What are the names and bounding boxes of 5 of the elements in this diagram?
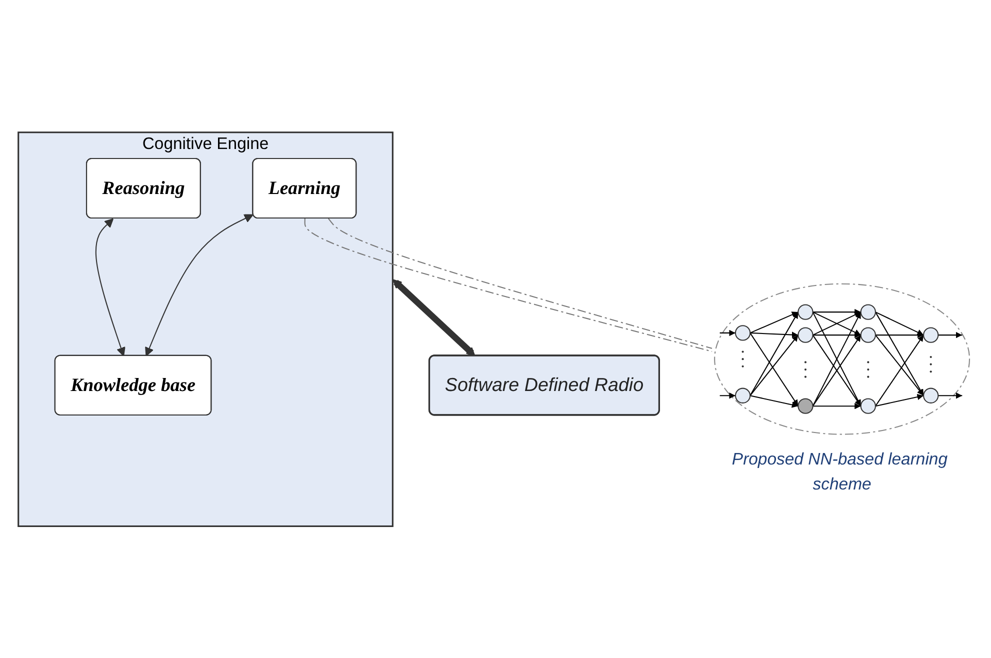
arrow [145, 214, 254, 356]
arrow [95, 218, 126, 356]
arrow [392, 278, 476, 356]
diagram: Cognitive Engine Reasoning Learning Knowledge base Software Defined Radio Proposed NN-based learning scheme [10, 124, 981, 534]
cluster [18, 131, 394, 527]
